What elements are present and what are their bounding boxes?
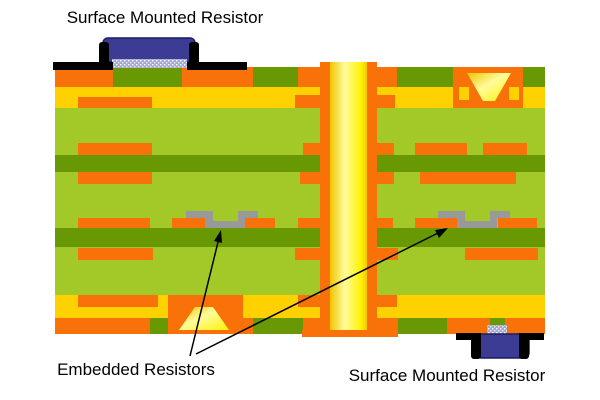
label-surface-mounted-resistor-top: Surface Mounted Resistor [66,8,264,27]
microvia-cone [179,307,229,330]
copper-trace [78,218,150,228]
copper-trace [465,248,538,260]
microvia-notch [459,87,469,100]
copper-trace [377,67,397,87]
through-via [302,62,398,337]
copper-trace [377,295,397,307]
smd-gap-laminate [490,318,505,325]
arrow-head-left [214,230,222,243]
copper-trace [298,67,320,87]
via-bottom-pad [302,330,398,337]
copper-trace [377,172,394,184]
label-surface-mounted-resistor-bottom: Surface Mounted Resistor [348,366,546,385]
copper-trace [377,218,393,228]
embedded-resistor-right [438,211,510,228]
via-wall-right [367,62,377,330]
bottom-layer-gap [150,318,168,334]
copper-trace [377,95,395,108]
resistor-pad [498,218,537,228]
label-embedded-resistors: Embedded Resistors [57,360,215,379]
copper-trace [295,95,320,108]
via-wall-left [320,62,330,330]
arrow-line-left [189,237,220,357]
inner-copper-traces [78,95,538,307]
copper-trace [78,143,152,155]
smd-solder-pad [519,333,544,340]
copper-trace [377,143,394,155]
smd-solder-pad [456,333,481,340]
layer-plane-2 [55,228,545,247]
copper-trace [78,248,153,260]
copper-trace [295,248,320,260]
copper-trace [298,218,320,228]
copper-trace [377,248,398,260]
resistor-pad [243,218,275,228]
copper-trace [300,172,320,184]
arrow-line-right [195,231,441,355]
copper-trace [78,172,152,184]
copper-trace [298,295,320,307]
copper-trace [78,295,158,307]
microvia-bottom-left [168,295,243,334]
arrow-head-right [435,228,448,238]
microvia-cone [467,73,511,101]
embedded-resistor-film [186,211,258,228]
smd-resistive-film [487,325,507,334]
embedded-resistor-film [438,211,510,228]
copper-trace [483,143,527,155]
copper-trace [303,143,320,155]
embedded-resistor-arrows [189,228,448,357]
copper-trace [420,172,516,184]
copper-trace [182,67,253,87]
microvia-top-right [453,67,523,108]
smd-solder-pad [187,62,247,70]
copper-trace [55,67,113,87]
smd-resistor-top [53,37,247,70]
bottom-layer-gap [398,318,447,334]
smd-body [102,37,196,63]
microvia-notch [509,87,519,100]
smd-resistive-film [112,59,187,68]
bottom-layer-gap [253,318,303,334]
smd-resistor-bottom [456,318,544,359]
resistor-pad [172,218,205,228]
via-fill [330,62,367,330]
layer-plane-1 [55,155,545,172]
copper-trace [78,97,152,108]
smd-solder-pad [53,62,113,70]
resistor-pad [415,218,457,228]
top-copper-traces [55,67,397,87]
copper-trace [415,143,467,155]
embedded-resistor-left [186,211,258,228]
